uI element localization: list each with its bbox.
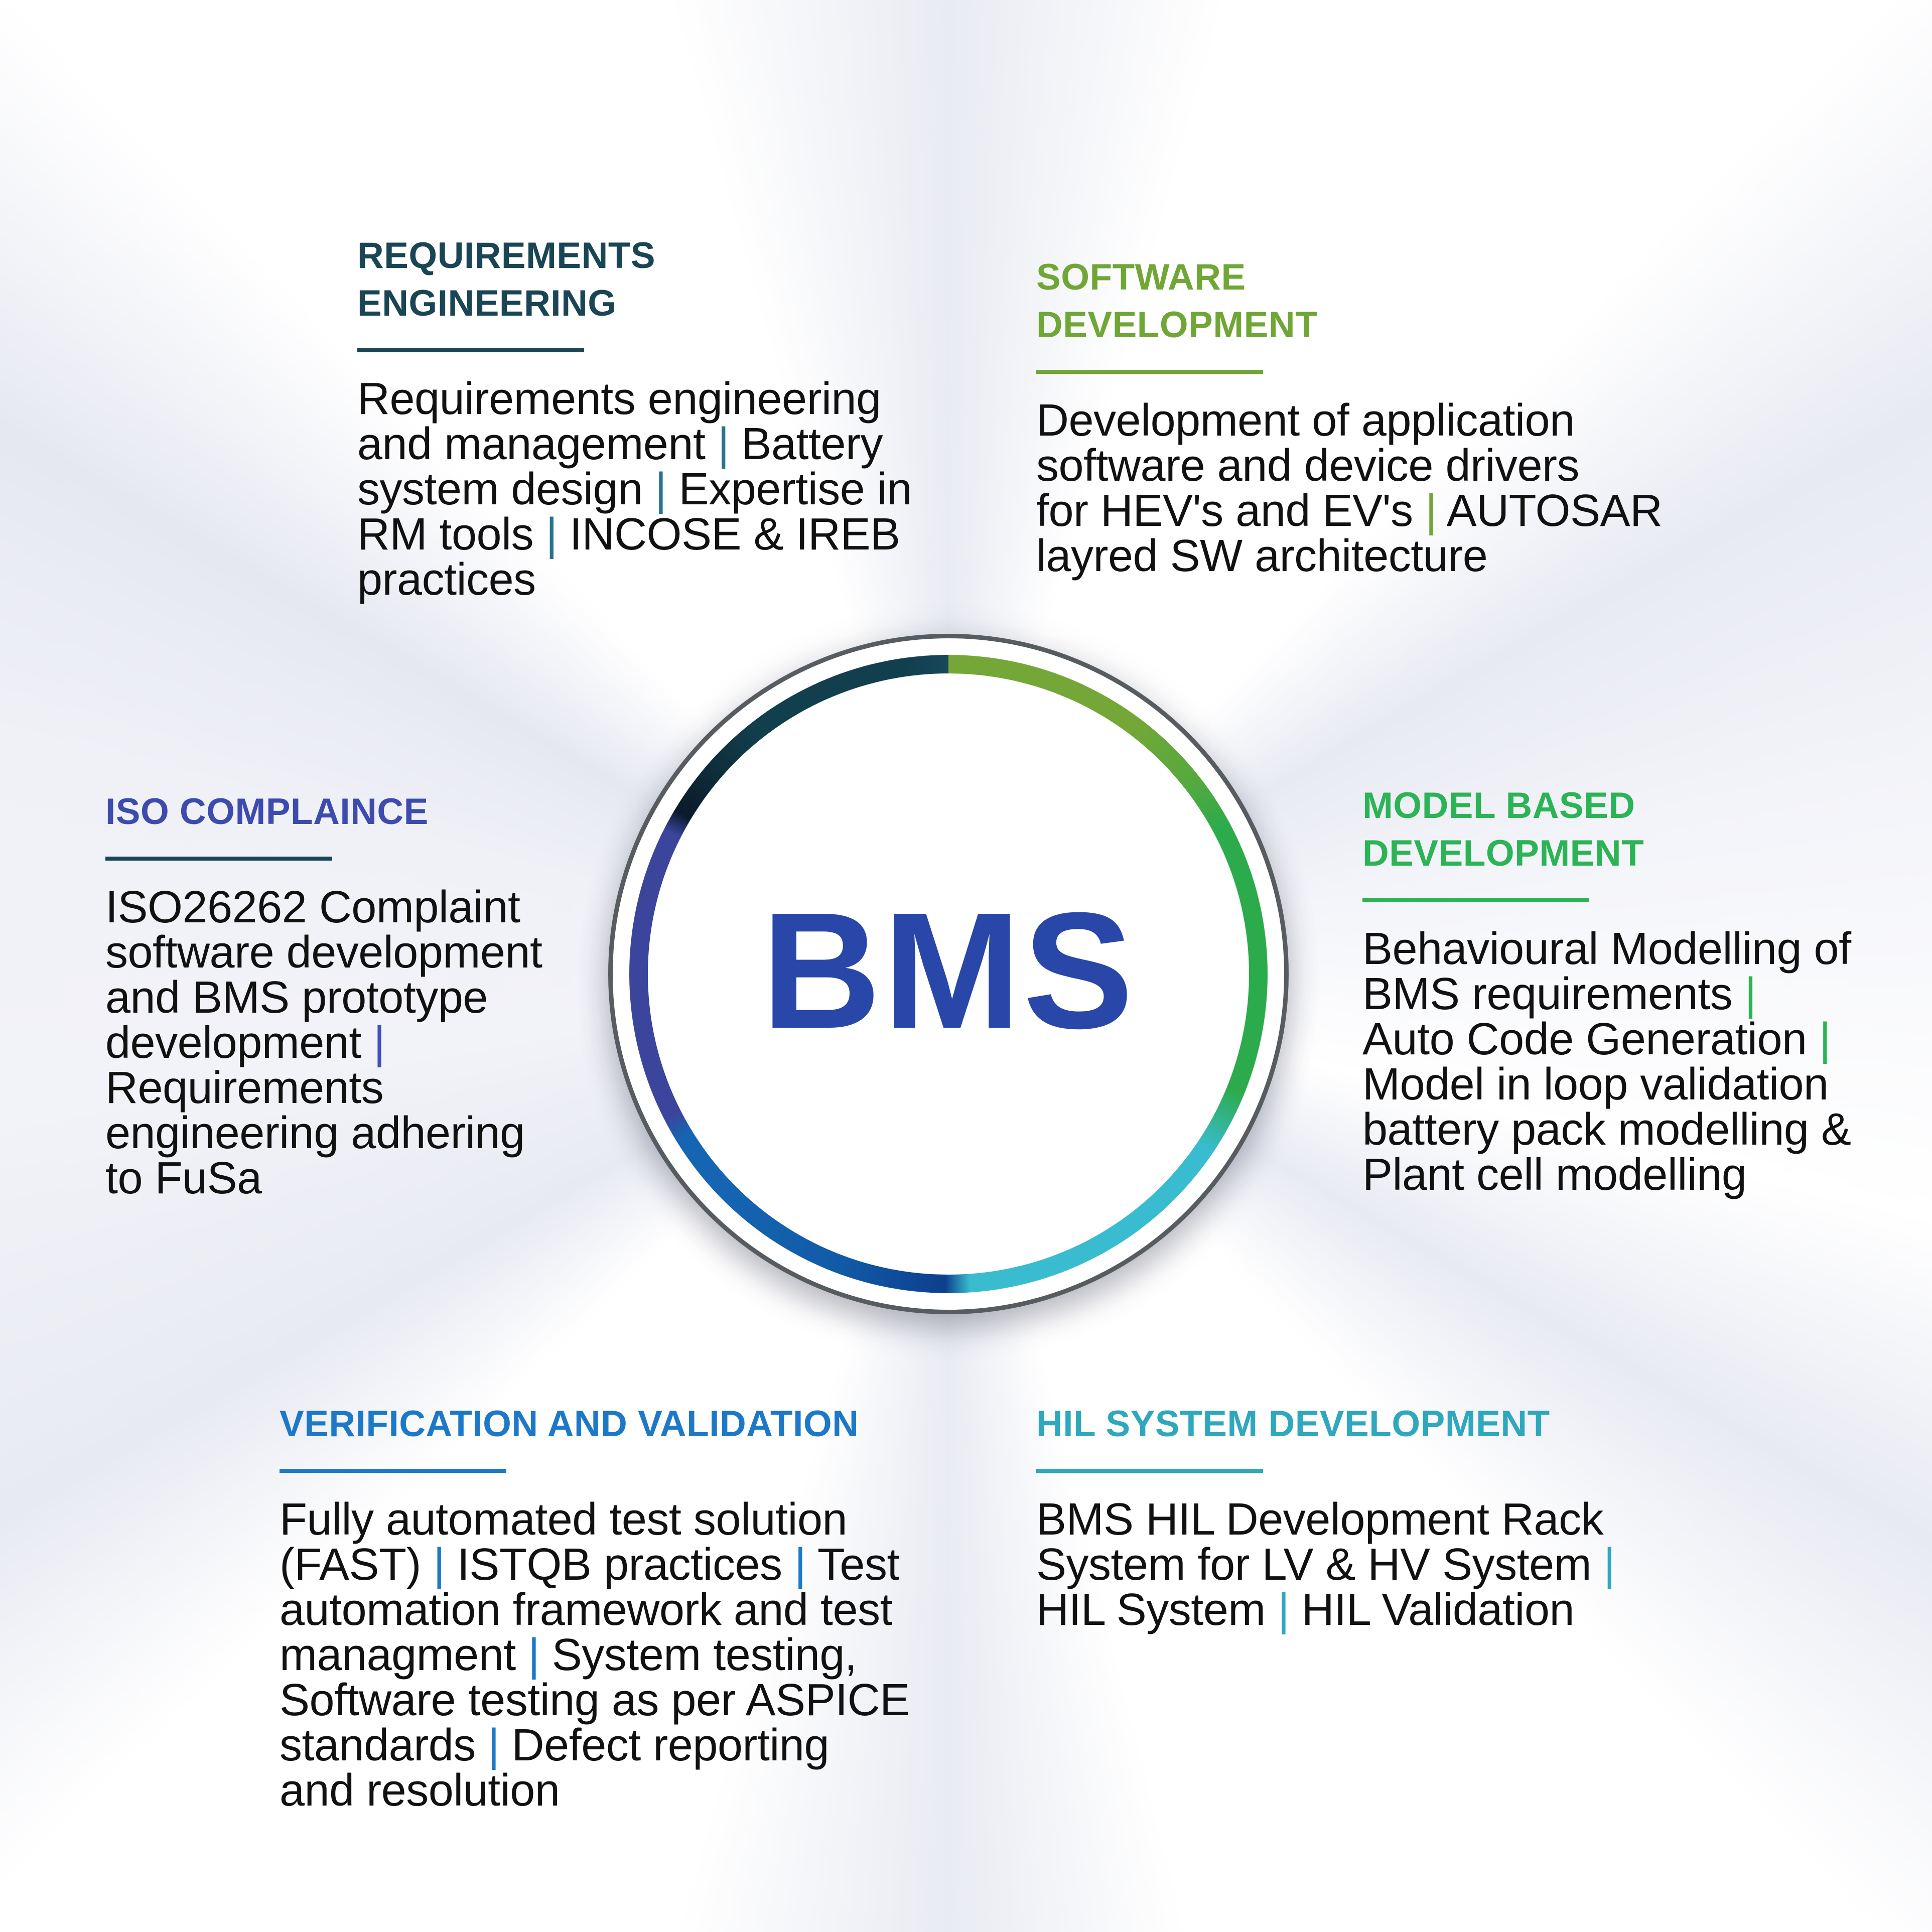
section-underline — [105, 857, 332, 861]
pipe-separator: | — [1278, 1585, 1290, 1635]
section-title: ISO COMPLAINCE — [105, 791, 429, 832]
section-title: HIL SYSTEM DEVELOPMENT — [1036, 1404, 1550, 1444]
section-verification-and-validation: VERIFICATION AND VALIDATION Fully automa… — [280, 1400, 982, 1813]
inner-circle: BMS — [648, 673, 1249, 1275]
section-model-based-development: MODEL BASED DEVELOPMENT Behavioural Mode… — [1362, 782, 1932, 1197]
section-underline — [1036, 370, 1263, 374]
section-title: SOFTWARE DEVELOPMENT — [1036, 257, 1318, 345]
pipe-separator: | — [1819, 1014, 1831, 1064]
section-body: Behavioural Modelling of BMS requirement… — [1362, 924, 1851, 1200]
pipe-separator: | — [373, 1018, 385, 1068]
section-body: BMS HIL Development Rack System for LV &… — [1036, 1494, 1615, 1635]
bms-center-circle: BMS — [608, 634, 1289, 1314]
pipe-separator: | — [655, 464, 667, 514]
segmented-color-ring: BMS — [629, 655, 1268, 1293]
section-title: REQUIREMENTS ENGINEERING — [357, 235, 656, 324]
section-iso-complaince: ISO COMPLAINCE ISO26262 Complaint softwa… — [105, 788, 637, 1201]
section-hil-system-development: HIL SYSTEM DEVELOPMENT BMS HIL Developme… — [1036, 1400, 1739, 1632]
section-body: Fully automated test solution (FAST) | I… — [280, 1494, 910, 1816]
section-body: ISO26262 Complaint software development … — [105, 882, 542, 1203]
pipe-separator: | — [433, 1540, 445, 1590]
pipe-separator: | — [528, 1630, 540, 1680]
section-software-development: SOFTWARE DEVELOPMENT Development of appl… — [1036, 253, 1689, 579]
pipe-separator: | — [1425, 486, 1437, 536]
pipe-separator: | — [1744, 969, 1756, 1019]
section-underline — [280, 1469, 506, 1473]
pipe-separator: | — [488, 1720, 500, 1770]
pipe-separator: | — [545, 509, 558, 560]
section-underline — [1362, 898, 1589, 902]
section-body: Requirements engineering and management … — [357, 374, 912, 605]
section-title: MODEL BASED DEVELOPMENT — [1362, 785, 1644, 874]
pipe-separator: | — [718, 419, 729, 469]
section-underline — [357, 348, 584, 352]
section-requirements-engineering: REQUIREMENTS ENGINEERING Requirements en… — [357, 232, 990, 602]
pipe-separator: | — [1603, 1540, 1615, 1590]
section-body: Development of application software and … — [1036, 395, 1663, 581]
bms-label: BMS — [761, 878, 1136, 1063]
section-underline — [1036, 1469, 1263, 1473]
section-title: VERIFICATION AND VALIDATION — [280, 1404, 859, 1444]
pipe-separator: | — [794, 1540, 806, 1590]
